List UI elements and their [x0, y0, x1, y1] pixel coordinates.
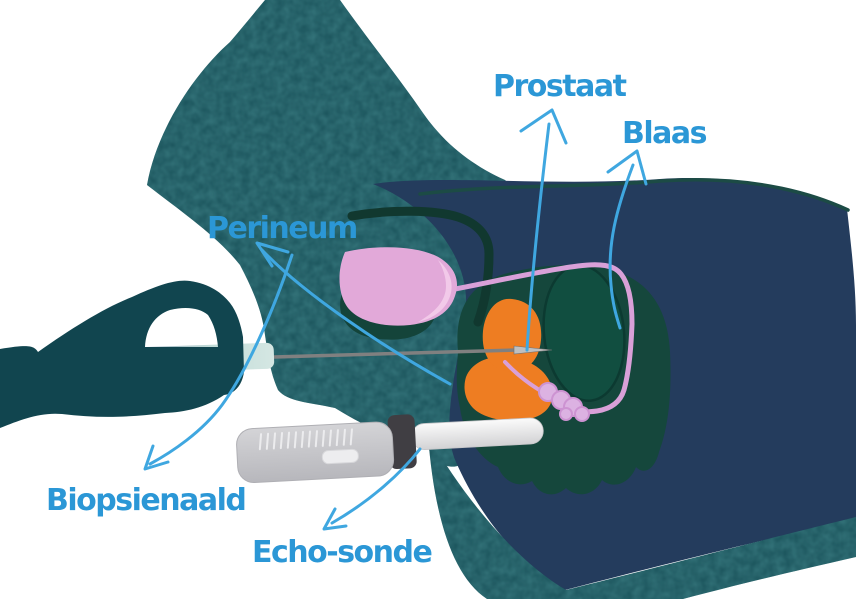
- arrow-biopsienaald: [143, 253, 294, 471]
- label-biopsienaald: Biopsienaald: [46, 483, 245, 518]
- needle-tip: [513, 345, 553, 355]
- arrow-blaas: [606, 149, 648, 330]
- prostate-shape: [464, 298, 553, 421]
- hand-silhouette: [0, 280, 244, 428]
- penis-contour: [347, 206, 494, 327]
- label-prostaat: Prostaat: [493, 69, 627, 104]
- labels: Prostaat Blaas Perineum Biopsienaald Ech…: [46, 69, 708, 570]
- label-perineum: Perineum: [207, 211, 357, 246]
- probe-handle: [236, 421, 395, 484]
- label-echo-sonde: Echo-sonde: [252, 535, 431, 570]
- probe-grip-ridges: [258, 428, 353, 451]
- probe-collar: [387, 414, 417, 470]
- urethra-tube: [447, 262, 635, 415]
- ultrasound-probe: [236, 414, 544, 484]
- probe-button: [321, 448, 359, 465]
- body-top-edge: [418, 178, 850, 212]
- seminal-lumps: [538, 382, 590, 422]
- label-blaas: Blaas: [622, 116, 707, 151]
- arrow-echo-sonde: [322, 447, 422, 531]
- scrotum-shape: [339, 247, 458, 326]
- arrow-perineum: [255, 241, 452, 386]
- arrow-prostaat: [519, 108, 568, 352]
- callout-arrows: [143, 108, 648, 531]
